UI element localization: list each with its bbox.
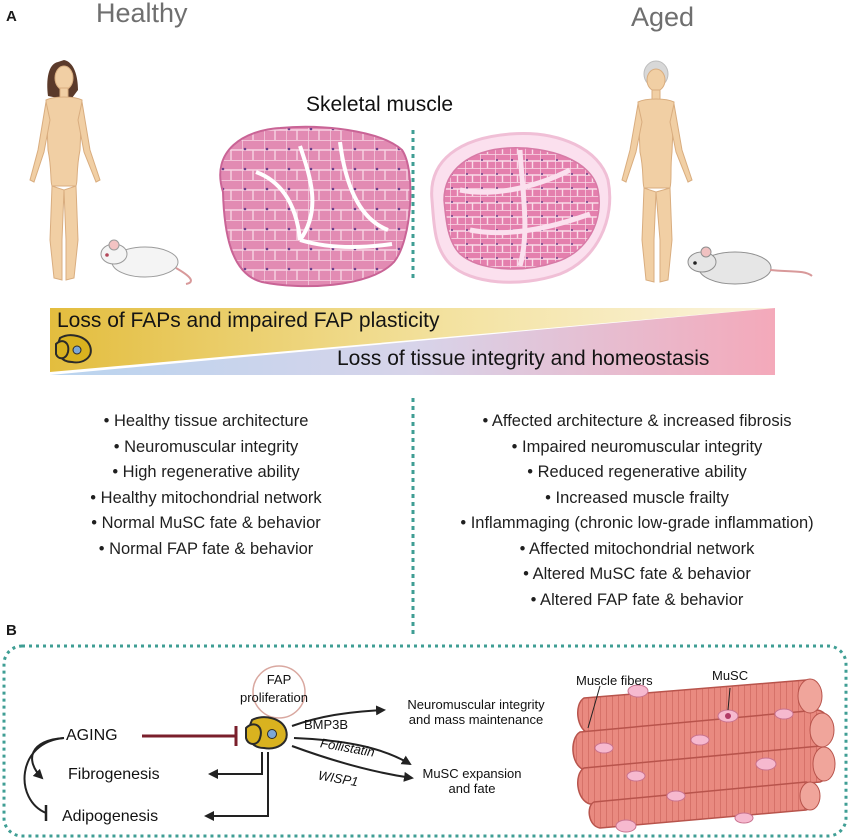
panel-a-label: A — [6, 8, 17, 25]
healthy-muscle-section — [219, 125, 412, 288]
center-divider-bottom — [411, 398, 415, 638]
outcome-neuromuscular: Neuromuscular integrity and mass mainten… — [396, 697, 556, 727]
outcome-neuromuscular-line2: and mass maintenance — [408, 712, 544, 727]
skeletal-muscle-title: Skeletal muscle — [306, 93, 454, 116]
musc-label: MuSC — [712, 668, 749, 683]
aged-mouse-figure — [687, 246, 813, 285]
banner-bottom-text: Loss of tissue integrity and homeostasis — [337, 347, 710, 370]
banner-blue-wedge — [50, 308, 775, 375]
fap-to-fibrogenesis-arrow — [208, 752, 263, 779]
wisp1-arrow — [291, 745, 414, 782]
musc-pointer — [727, 687, 731, 711]
aged-item: • Impaired neuromuscular integrity — [511, 437, 763, 456]
healthy-woman-figure — [29, 60, 101, 281]
panel-b-frame — [2, 644, 848, 838]
muscle-fiber-bundle — [572, 678, 836, 833]
aged-item: • Affected architecture & increased fibr… — [482, 412, 792, 430]
healthy-item: • Neuromuscular integrity — [113, 437, 299, 456]
healthy-title: Healthy — [96, 0, 188, 28]
aging-label: AGING — [66, 727, 118, 744]
adipogenesis-label: Adipogenesis — [62, 808, 159, 825]
banner-gold-wedge — [50, 308, 775, 372]
aged-item: • Affected mitochondrial network — [519, 539, 755, 558]
outcome-musc: MuSC expansion and fate — [412, 766, 532, 796]
aged-item: • Reduced regenerative ability — [527, 463, 747, 481]
aging-to-adipogenesis-line — [23, 737, 65, 814]
young-mouse-figure — [100, 239, 192, 285]
panel-a-illustrations — [29, 60, 813, 375]
aged-woman-figure — [621, 60, 693, 283]
proliferation-label: proliferation — [240, 690, 308, 705]
banner-top-text: Loss of FAPs and impaired FAP plasticity — [57, 309, 440, 332]
muscle-fibers-pointer — [587, 685, 601, 729]
healthy-item: • Healthy tissue architecture — [103, 412, 309, 430]
fibrogenesis-label: Fibrogenesis — [68, 766, 160, 783]
healthy-item: • Normal FAP fate & behavior — [98, 539, 314, 558]
aged-feature-list: • Affected architecture & increased fibr… — [424, 409, 850, 613]
healthy-item: • Healthy mitochondrial network — [90, 488, 322, 507]
fap-cell-icon-banner — [55, 334, 92, 364]
bmp3b-label: BMP3B — [304, 717, 349, 732]
outcome-neuromuscular-line1: Neuromuscular integrity — [407, 697, 545, 712]
fap-cell-icon — [245, 716, 288, 750]
fap-to-adipogenesis-arrow — [204, 752, 269, 821]
aged-muscle-section — [430, 131, 612, 284]
fap-label: FAP — [266, 672, 292, 687]
fap-proliferation-loop — [252, 665, 306, 719]
follistatin-arrow — [293, 737, 412, 766]
aged-item: • Altered MuSC fate & behavior — [523, 565, 751, 583]
healthy-feature-list: • Healthy tissue architecture • Neuromus… — [0, 409, 412, 562]
outcome-musc-line1: MuSC expansion — [422, 766, 522, 781]
bmp3b-arrow — [291, 705, 386, 727]
panel-b-label: B — [6, 622, 17, 639]
healthy-item: • Normal MuSC fate & behavior — [91, 514, 321, 532]
outcome-musc-line2: and fate — [448, 781, 496, 796]
muscle-fibers-label: Muscle fibers — [576, 673, 653, 688]
healthy-item: • High regenerative ability — [112, 463, 300, 481]
aged-title: Aged — [631, 2, 695, 32]
aged-item: • Inflammaging (chronic low-grade inflam… — [460, 514, 814, 532]
aged-item: • Increased muscle frailty — [545, 488, 729, 507]
panel-b-diagram — [2, 644, 848, 838]
aged-item: • Altered FAP fate & behavior — [530, 590, 744, 609]
aging-to-fibrogenesis-arrow — [31, 737, 65, 780]
